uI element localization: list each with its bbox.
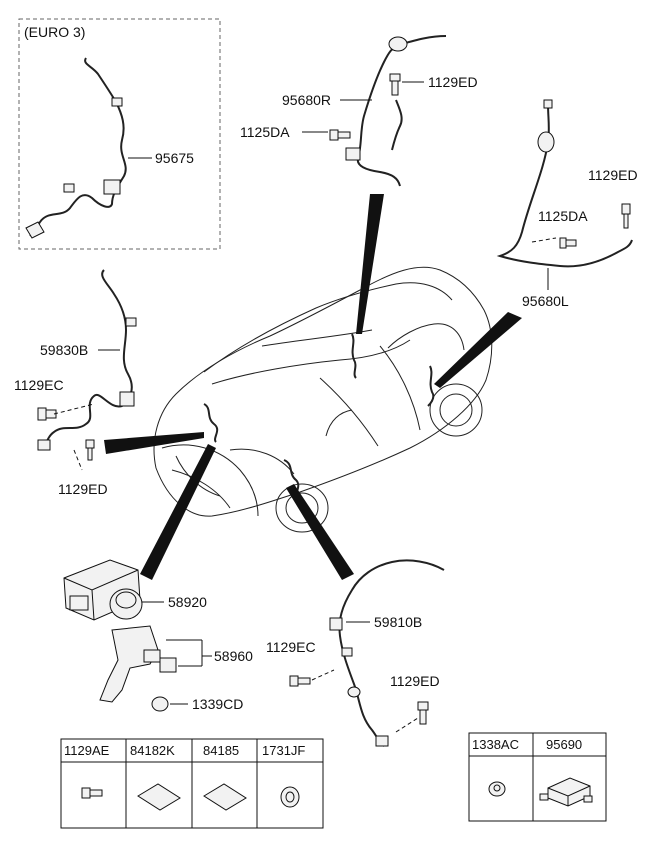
parts-table-left: 1129AE 84182K 84185 1731JF <box>60 738 324 829</box>
table-right-header-2: 95690 <box>546 737 582 752</box>
label-95680R: 95680R <box>282 92 331 108</box>
label-1129ED-bottom: 1129ED <box>390 673 440 689</box>
label-58960: 58960 <box>214 648 253 664</box>
bolt-icon <box>81 787 103 799</box>
sensor-95680L-group: 1129ED 1125DA 95680L <box>496 99 638 309</box>
label-1125DA-right: 1125DA <box>538 208 588 224</box>
grommet-icon <box>280 786 300 808</box>
table-left-header-3: 84185 <box>203 743 239 758</box>
table-left-header-2: 84182K <box>130 743 175 758</box>
table-right-header-1: 1338AC <box>472 737 519 752</box>
euro3-box: (EURO 3) 95675 <box>18 18 221 250</box>
label-95675: 95675 <box>155 150 194 166</box>
label-1129ED-top: 1129ED <box>428 74 478 90</box>
table-left-header-1: 1129AE <box>64 743 110 758</box>
label-1129EC-left: 1129EC <box>14 377 64 393</box>
abs-module-58920: 58920 58960 1339CD <box>63 559 253 712</box>
label-1339CD: 1339CD <box>192 696 243 712</box>
car-illustration <box>153 266 493 533</box>
sensor-95680R-group: 95680R 1129ED 1125DA <box>240 35 478 187</box>
pad-icon-2 <box>203 783 247 811</box>
euro3-title: (EURO 3) <box>24 24 85 40</box>
label-1125DA-top: 1125DA <box>240 124 290 140</box>
label-1129EC-bottom: 1129EC <box>266 639 316 655</box>
label-1129ED-right: 1129ED <box>588 167 638 183</box>
parts-table-right: 1338AC 95690 <box>468 732 607 822</box>
table-left-header-4: 1731JF <box>262 743 305 758</box>
label-1129ED-left: 1129ED <box>58 481 108 497</box>
label-59830B: 59830B <box>40 342 88 358</box>
sensor-59830B-group: 59830B 1129EC 1129ED <box>14 269 137 497</box>
pointer-wedges <box>104 194 522 580</box>
sensor-59810B-group: 59810B 1129EC 1129ED <box>266 559 445 747</box>
pad-icon <box>137 783 181 811</box>
sensor-unit-icon <box>539 777 593 807</box>
label-95680L: 95680L <box>522 293 569 309</box>
label-59810B: 59810B <box>374 614 422 630</box>
label-58920: 58920 <box>168 594 207 610</box>
nut-icon <box>488 781 506 797</box>
